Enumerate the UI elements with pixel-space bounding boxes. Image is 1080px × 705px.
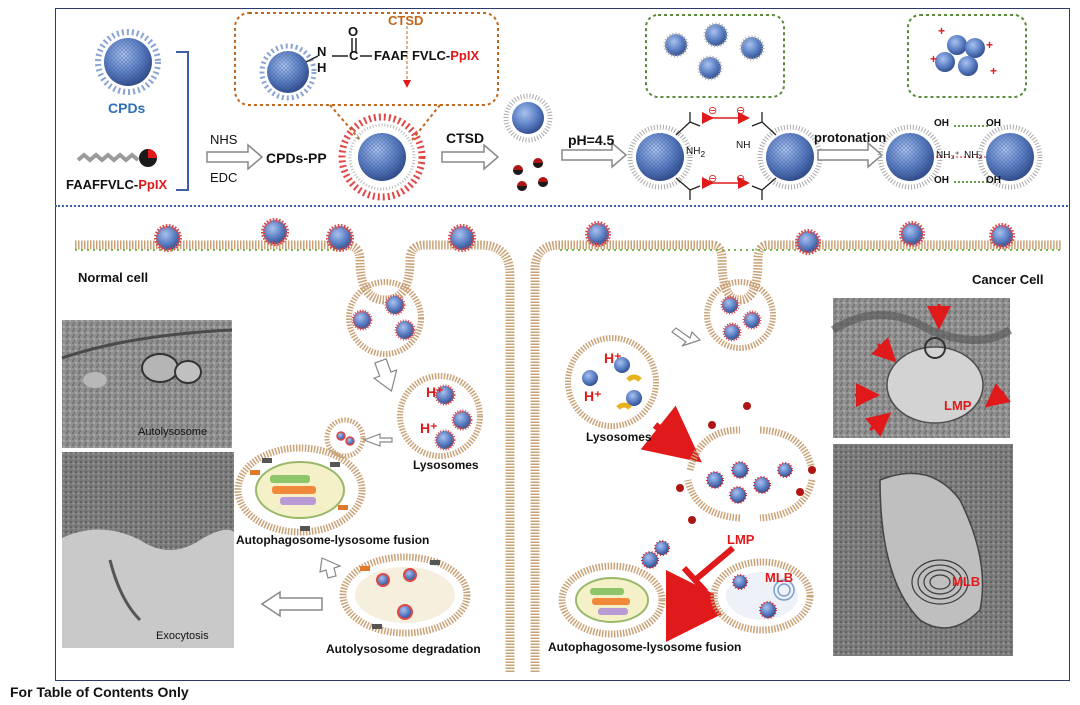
minus-charge-4: ⊖ [736,173,746,185]
small-vesicle [324,417,366,459]
mlb-autolysosome [710,558,814,634]
nh-mid-n: N [736,140,744,151]
structure-h: H [317,60,327,75]
hollow-arrow-down-1 [372,358,398,393]
hollow-arrow-ctsd [441,143,500,171]
plus-charge-3: + [930,52,938,66]
ctsd-box-label: CTSD [388,13,424,28]
structure-seq-b: FVLC- [411,48,451,63]
peptide-label: FAAFFVLC-PpIX [66,177,167,192]
right-lysosomes-label: Lysosomes [586,430,652,444]
structure-n: N [317,44,327,59]
ph-particles-pair [627,124,823,190]
left-lysosome [397,373,483,459]
cpds-pp-label: CPDs-PP [266,150,327,166]
normal-cell-label: Normal cell [78,270,149,285]
cpds-pp-particle [338,113,426,201]
protonated-particles-pair [877,124,1043,190]
left-fusion-label: Autophagosome-lysosome fusion [236,533,430,547]
minus-charge-1: ⊖ [708,105,718,117]
degradation-label: Autolysosome degradation [326,642,481,656]
lmp-micro-label: LMP [944,398,972,413]
peptide-chain-icon [76,149,157,167]
minus-charge-2: ⊖ [736,105,746,117]
mlb-label: MLB [765,570,794,585]
oh-label-4: OH [986,175,1001,186]
nh-mid-label: NH [736,140,750,151]
nhs-label: NHS [210,132,238,147]
right-h-plus-1: H⁺ [604,350,622,366]
released-dots-cancer [676,402,816,524]
cancer-cell-label: Cancer Cell [972,272,1044,287]
released-particle [503,93,553,143]
oh-label-1: OH [934,118,949,129]
released-pplx-dots [513,158,548,191]
left-lysosomes-label: Lysosomes [413,458,479,472]
cpds-particle [95,29,161,95]
aggregated-particles [935,35,985,76]
nh3-label: NH₃⁺ [936,150,960,161]
exocytosis-label: Exocytosis [156,630,209,642]
hollow-arrow-protonation [817,141,884,169]
oh-label-2: OH [986,118,1001,129]
protonation-label: protonation [814,130,887,145]
aggregated-box [907,14,1027,98]
lmp-red-arrows [855,304,1011,437]
structure-particle [259,43,317,101]
hollow-arrow-cancer-1 [671,327,702,347]
edc-label: EDC [210,170,238,185]
cancer-endocytic-vesicle [704,279,776,351]
right-autophagosome [558,540,670,638]
nh2-right-label: NH₂ [964,150,983,161]
structure-o: O [348,24,359,39]
bracket [176,51,189,191]
nh2-left-text: NH [686,146,701,157]
plus-charge-2: + [986,38,994,52]
ctsd-arrow-label: CTSD [446,130,485,146]
endocytic-vesicle [346,279,424,357]
left-h-plus-2: H⁺ [420,420,438,436]
section-divider [55,205,1068,207]
hollow-arrow-ph [561,141,628,169]
plus-charge-1: + [938,24,946,38]
lmp-label: LMP [727,532,755,547]
structure-seq-a: FAAF [374,48,408,63]
left-h-plus-1: H⁺ [426,384,444,400]
nh2-left-sub: 2 [700,149,706,159]
nh-mid-h: H [743,140,751,151]
footer-note: For Table of Contents Only [10,684,189,700]
mlb-lamellae [911,559,969,605]
ph-label: pH=4.5 [568,132,615,148]
oh-label-3: OH [934,175,949,186]
left-autophagosome [234,444,366,536]
autolysosome-label: Autolysosome [138,426,208,438]
peptide-label-pplx: PpIX [138,177,168,192]
structure-pplx: PpIX [450,48,480,63]
plus-charge-4: + [990,64,998,78]
hollow-arrow-left-exocytosis [260,590,323,618]
ruptured-lysosome [684,426,816,522]
dispersed-box [645,14,785,98]
ctsd-cleavage-box [234,12,499,106]
left-autolysosome [339,553,471,637]
peptide-label-seq: FAAFFVLC- [66,177,139,192]
hollow-arrow-down-2 [319,557,342,579]
mlb-micro-label: MLB [952,574,981,589]
normal-cell-surface-particles [154,218,476,252]
cpds-label: CPDs [108,100,146,116]
hollow-arrow-nhs [206,143,264,171]
right-fusion-label: Autophagosome-lysosome fusion [548,640,742,654]
nh2-left-label: NH2 [686,146,705,159]
red-arrow-to-lmp [640,405,702,463]
hollow-arrow-left-small [362,433,393,447]
right-lysosome [565,335,659,429]
cancer-cell-surface-particles [585,221,1015,255]
structure-c: C [349,48,359,63]
minus-charge-3: ⊖ [708,173,718,185]
dispersed-particles [663,22,765,81]
right-h-plus-2: H⁺ [584,388,602,404]
